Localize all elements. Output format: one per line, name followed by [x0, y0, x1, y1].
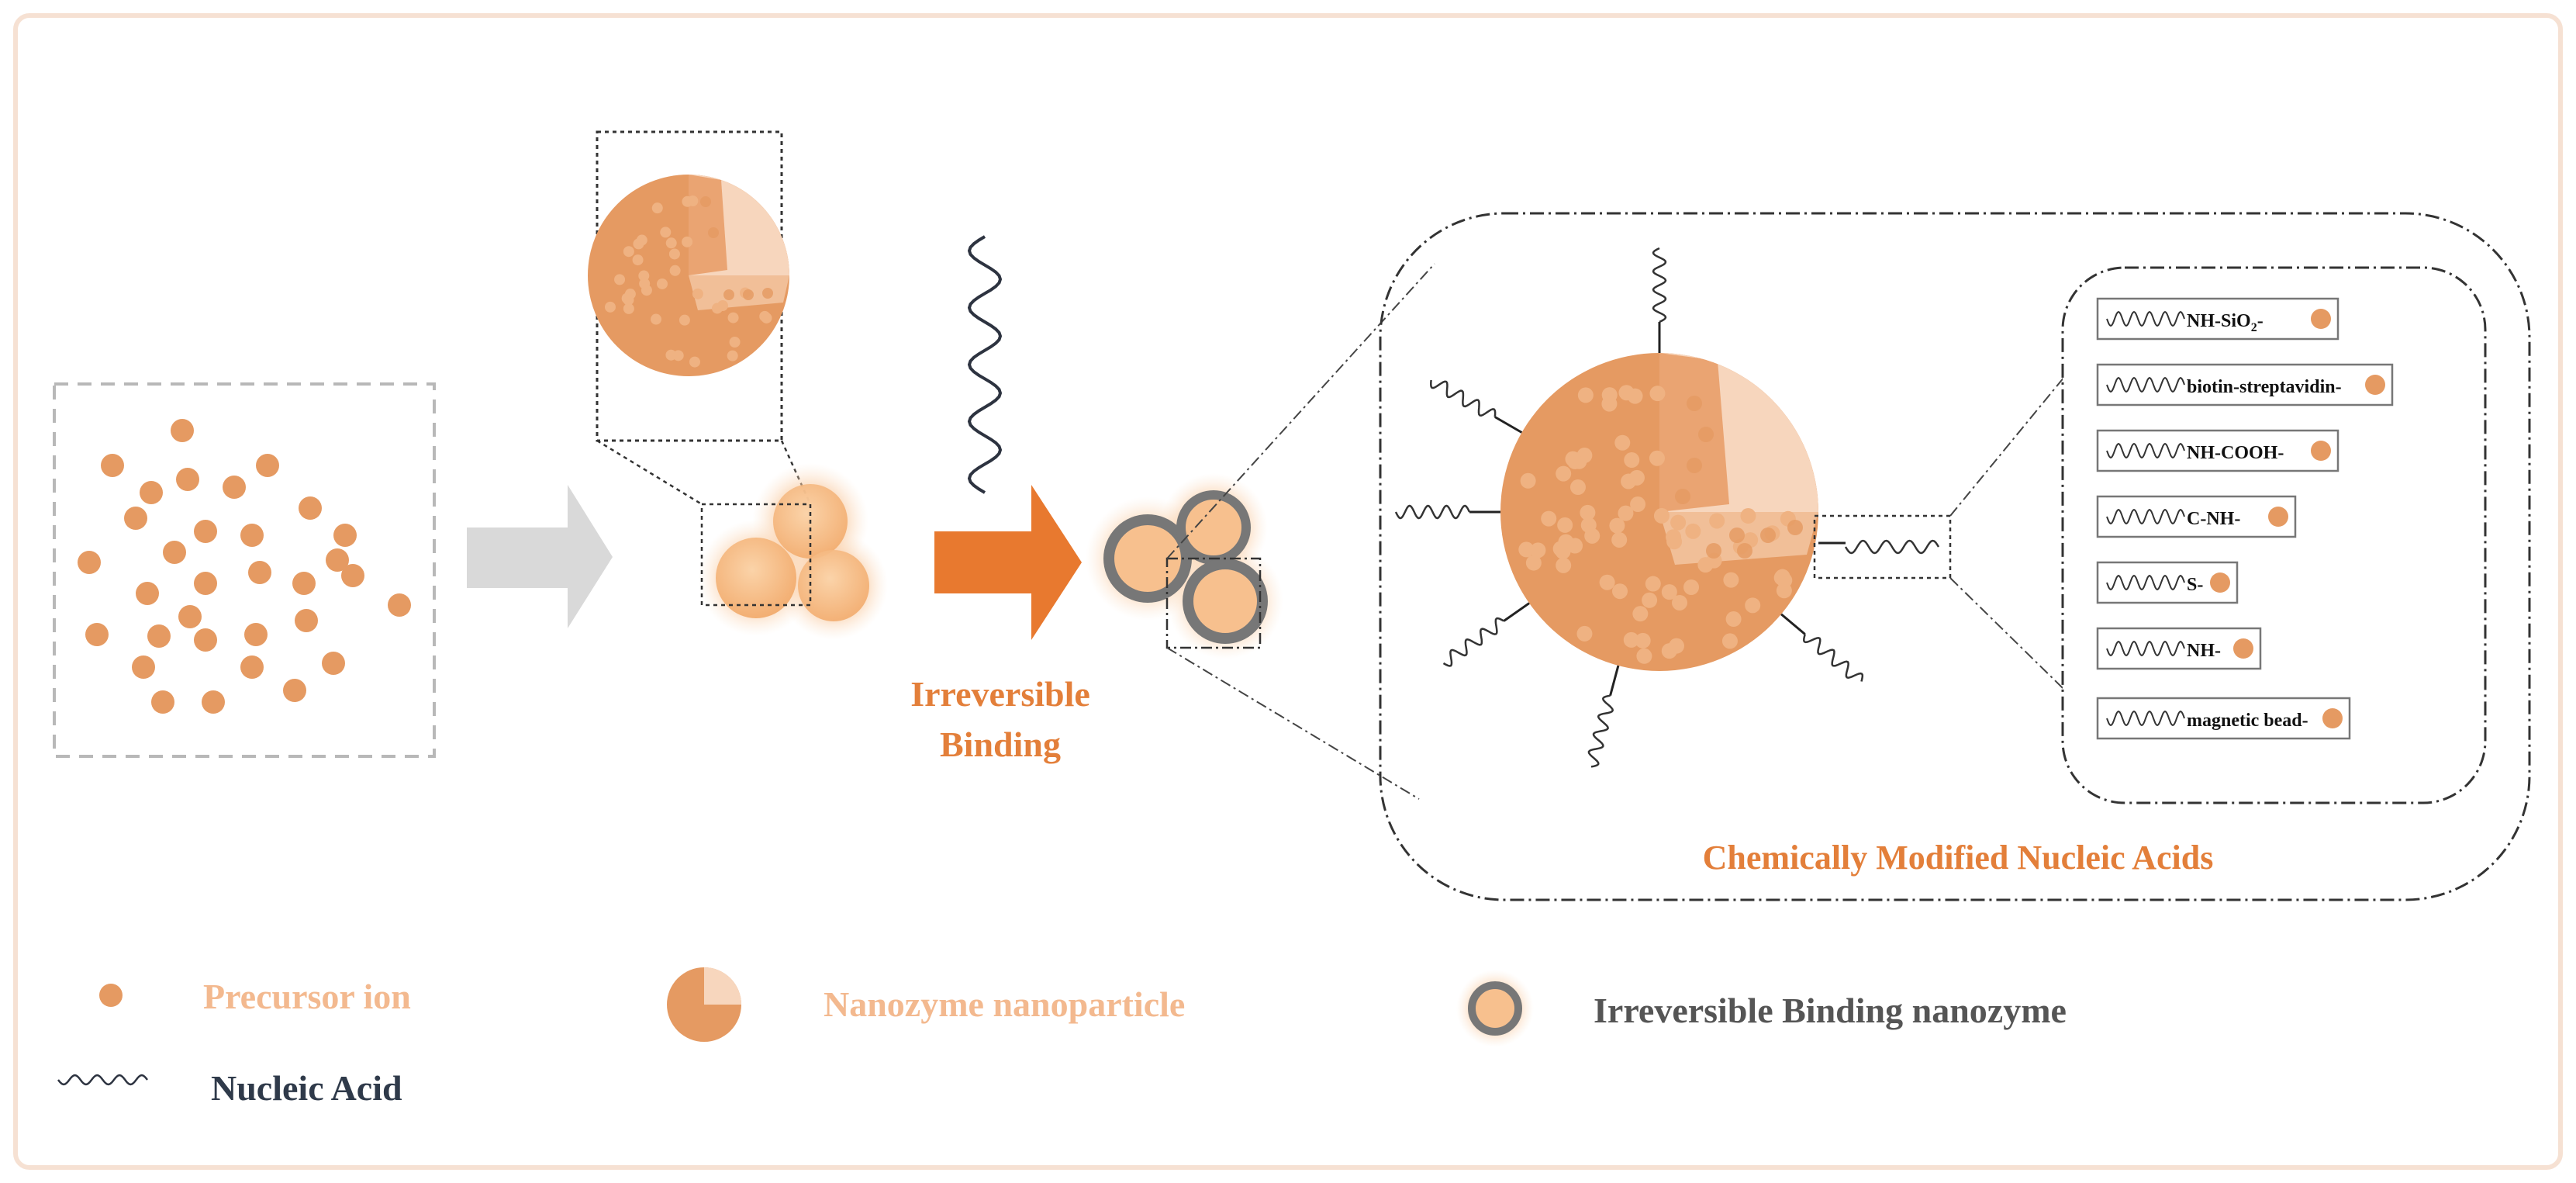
precursor-ion: [299, 496, 322, 520]
legend-nanozyme-nanoparticle: Nanozyme nanoparticle: [824, 984, 1185, 1024]
precursor-ion: [151, 690, 174, 714]
nucleic-acid-strand: [967, 235, 1003, 494]
legend: Precursor ion Nanozyme nanoparticle Irre…: [57, 967, 2067, 1108]
precursor-ion: [326, 548, 349, 572]
bound-zoom-box: [1165, 557, 1262, 649]
attached-strand: [1430, 379, 1497, 417]
attached-strand: [1394, 504, 1471, 520]
nanozyme-bead-icon: [2365, 375, 2385, 395]
precursor-ion: [244, 623, 268, 646]
legend-precursor-ion: Precursor ion: [203, 977, 411, 1016]
precursor-ion: [194, 628, 217, 652]
modification-item: NH-: [2096, 627, 2262, 670]
cluster-zoom-box: [700, 503, 812, 607]
precursor-ion: [256, 454, 279, 477]
precursor-ion: [240, 655, 264, 679]
nanozyme-large: [1500, 353, 1818, 671]
modification-label: NH-SiO2-: [2187, 311, 2263, 334]
nanozyme-bead-icon: [2210, 572, 2230, 593]
precursor-ion: [136, 582, 159, 605]
precursor-box: [53, 382, 436, 758]
irreversible-label-line1: Irreversible: [910, 674, 1090, 714]
nanozyme-bead-icon: [2233, 638, 2253, 659]
nanozyme-bead-icon: [2322, 708, 2343, 728]
attached-strand: [1587, 694, 1614, 768]
precursor-ion: [176, 468, 199, 491]
precursor-ion: [333, 524, 357, 547]
legend-irreversible-binding-nanozyme: Irreversible Binding nanozyme: [1594, 991, 2067, 1030]
modification-list: NH-SiO2- biotin-streptavidin- NH-COOH- C-NH…: [2096, 297, 2394, 740]
precursor-ion: [140, 481, 163, 504]
precursor-ion: [85, 623, 109, 646]
modification-item: NH-COOH-: [2096, 429, 2339, 472]
precursor-ion: [240, 524, 264, 547]
precursor-ions: [78, 419, 411, 714]
precursor-ion: [341, 564, 364, 587]
modified-nucleic-acids-panel: [1379, 212, 2531, 901]
precursor-ion: [292, 572, 316, 595]
nanozyme-inset: [588, 175, 789, 376]
nanoparticle-cluster: [698, 463, 888, 640]
precursor-ion: [78, 551, 101, 574]
precursor-ion: [194, 520, 217, 543]
attached-nucleic-acids: [1394, 247, 1940, 768]
legend-nucleic-acid: Nucleic Acid: [211, 1068, 402, 1108]
irreversible-binding-legend-icon: [1456, 970, 1534, 1047]
precursor-ion: [124, 507, 147, 530]
precursor-ion: [171, 419, 194, 442]
modification-label: C-NH-: [2187, 509, 2240, 529]
precursor-ion: [132, 655, 155, 679]
attached-strand: [1803, 634, 1864, 682]
zoom-line: [596, 439, 703, 506]
nanozyme-nanoparticle-legend-icon: [667, 967, 741, 1042]
precursor-ion: [248, 561, 271, 584]
bound-nanozymes: [1086, 473, 1283, 659]
modification-label: NH-: [2187, 641, 2221, 661]
modification-item: NH-SiO2-: [2096, 297, 2339, 341]
zoom-line: [1166, 263, 1435, 559]
modification-item: magnetic bead-: [2096, 697, 2351, 740]
nucleic-acid-legend-icon: [57, 1074, 148, 1086]
attached-strand: [1442, 617, 1504, 667]
precursor-ion: [163, 541, 186, 564]
precursor-ion-legend-icon: [99, 984, 123, 1007]
panel-title: Chemically Modified Nucleic Acids: [1703, 839, 2214, 877]
precursor-ion: [101, 454, 124, 477]
nanozyme-bead-icon: [2311, 309, 2331, 329]
attached-strand: [1652, 247, 1667, 323]
precursor-ion: [322, 652, 345, 675]
precursor-ion: [194, 572, 217, 595]
modification-label: biotin-streptavidin-: [2187, 377, 2342, 397]
precursor-ion: [223, 476, 246, 499]
modification-item: C-NH-: [2096, 495, 2297, 538]
precursor-ion: [202, 690, 225, 714]
nanozyme-bead-icon: [2268, 507, 2288, 527]
modification-item: S-: [2096, 561, 2239, 604]
precursor-ion: [283, 679, 306, 702]
linker-zoom-box: [1813, 514, 1952, 579]
process-arrow-gray: [467, 485, 613, 628]
irreversible-label-line2: Binding: [940, 725, 1061, 764]
precursor-ion: [388, 593, 411, 617]
precursor-ion: [178, 605, 202, 628]
modification-item: biotin-streptavidin-: [2096, 363, 2394, 406]
binding-arrow-orange: [934, 485, 1082, 640]
nanozyme-bead-icon: [2311, 441, 2331, 461]
modification-label: S-: [2187, 575, 2203, 595]
modification-label: magnetic bead-: [2187, 711, 2308, 731]
precursor-ion: [147, 624, 171, 648]
precursor-ion: [295, 609, 318, 632]
zoom-line: [1166, 647, 1420, 800]
modification-label: NH-COOH-: [2187, 443, 2284, 463]
